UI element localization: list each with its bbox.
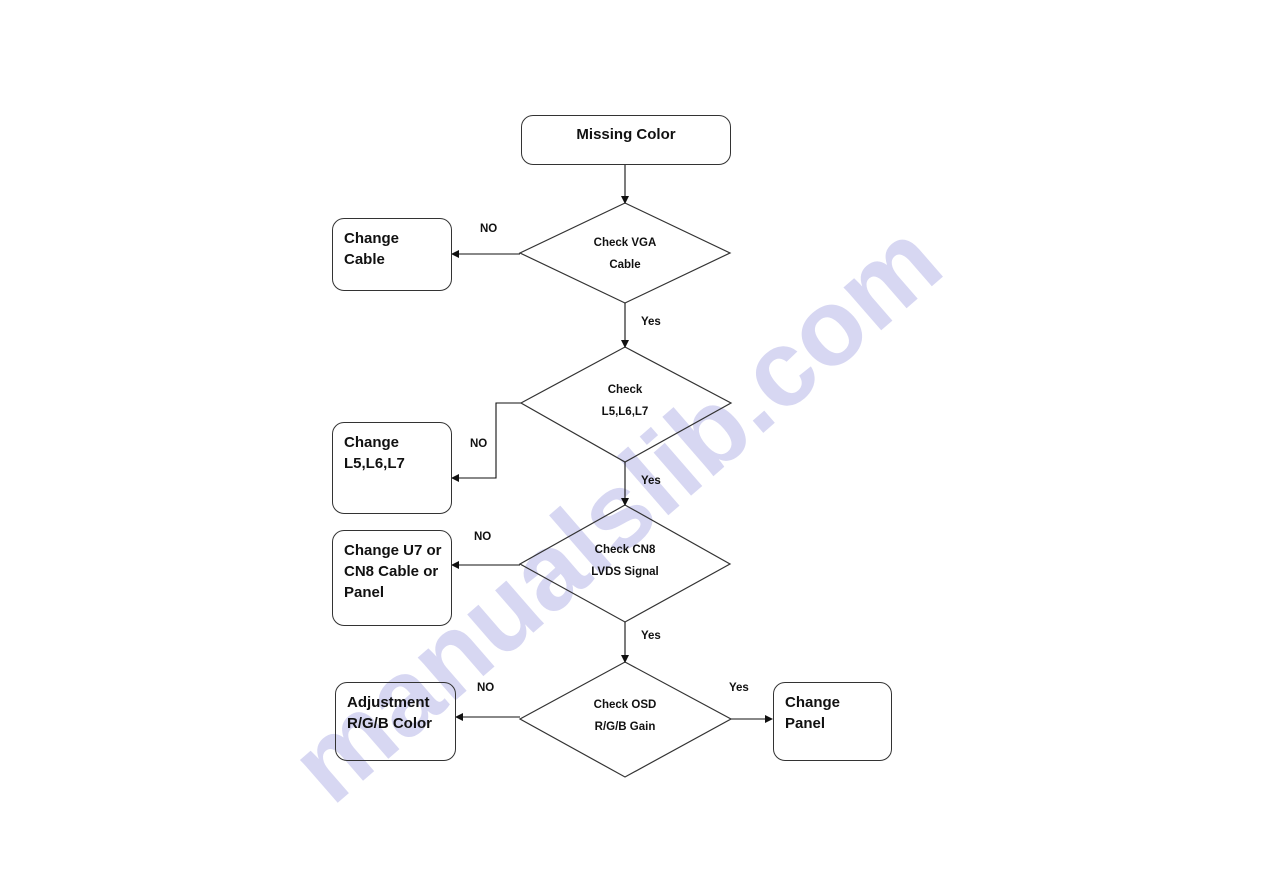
node-change-panel-label: Change Panel [785,694,841,732]
decision-check-osd-label: Check OSD R/G/B Gain [593,699,657,733]
node-change-cable: Change Cable [332,218,452,291]
decision-check-l-label: Check L5,L6,L7 [601,384,649,418]
edge-label-vga-yes: Yes [641,316,661,328]
edge-label-cn8-no: NO [474,531,492,543]
edge-label-vga-no: NO [480,223,498,235]
decision-check-vga-label: Check VGA Cable [593,237,657,271]
node-change-l5-l6-l7: Change L5,L6,L7 [332,422,452,514]
node-change-cable-label: Change Cable [344,230,400,268]
arrow-l-no [451,402,521,482]
decision-check-cn8-label: Check CN8 LVDS Signal [591,544,659,578]
decision-check-osd-rgb-gain [518,661,733,778]
edge-label-osd-no: NO [477,682,495,694]
node-change-u7: Change U7 or CN8 Cable or Panel [332,530,452,626]
node-change-u7-label: Change U7 or CN8 Cable or Panel [344,542,442,601]
node-adjustment-rgb-color: Adjustment R/G/B Color [335,682,456,761]
edge-label-cn8-yes: Yes [641,630,661,642]
node-missing-color: Missing Color [521,115,731,165]
edge-label-l-yes: Yes [641,475,661,487]
node-missing-color-label: Missing Color [576,126,676,143]
node-adjustment-rgb-color-label: Adjustment R/G/B Color [347,694,432,732]
edge-label-l-no: NO [470,438,488,450]
node-change-panel: Change Panel [773,682,892,761]
edge-label-osd-yes: Yes [729,682,749,694]
node-change-l5-l6-l7-label: Change L5,L6,L7 [344,434,405,472]
